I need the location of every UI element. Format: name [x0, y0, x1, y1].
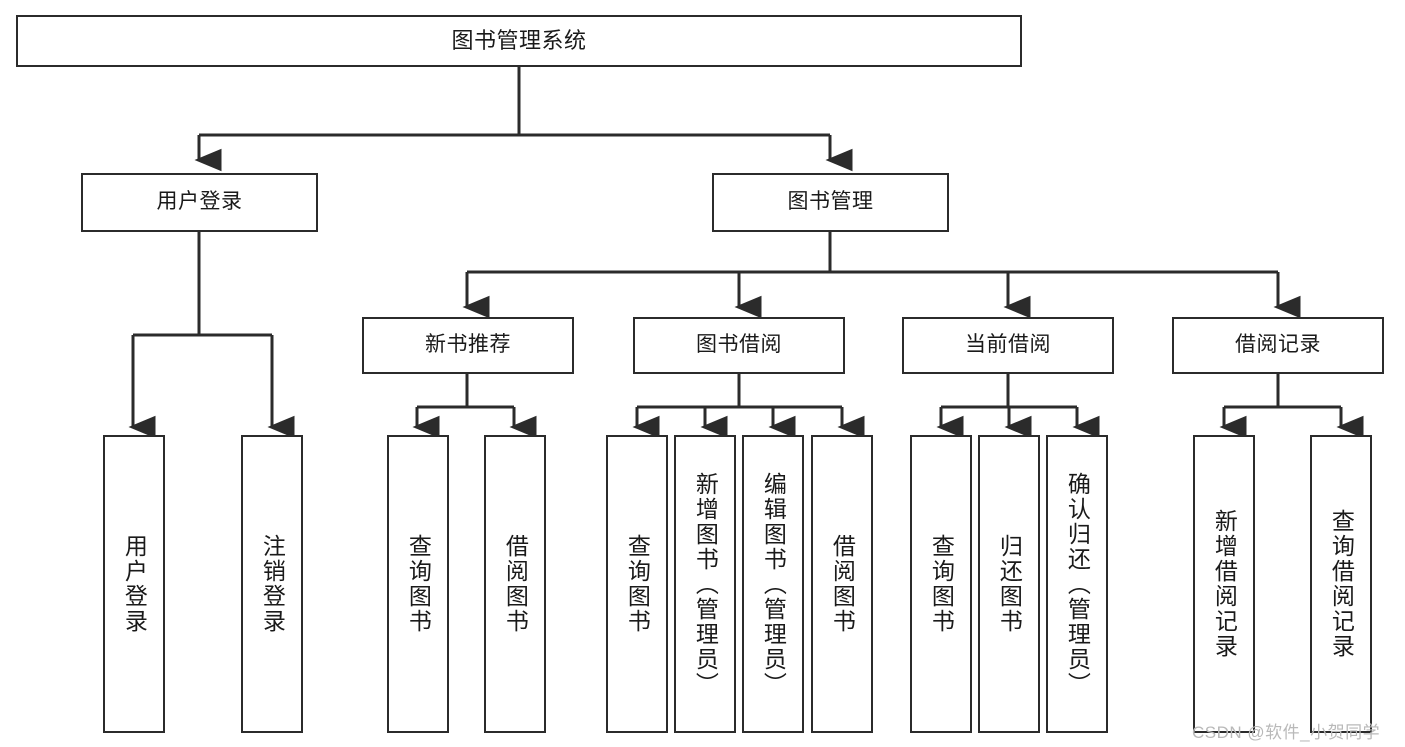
leaf-borrow-query-book[interactable]: 查询图书: [606, 435, 668, 733]
node-label: 借阅图书: [829, 534, 856, 634]
node-label: 查询图书: [405, 534, 432, 634]
leaf-record-add-record[interactable]: 新增借阅记录: [1193, 435, 1255, 733]
leaf-recommend-borrow-book[interactable]: 借阅图书: [484, 435, 546, 733]
leaf-current-query-book[interactable]: 查询图书: [910, 435, 972, 733]
node-new-book-recommend[interactable]: 新书推荐: [362, 317, 574, 374]
node-label: 用户登录: [156, 190, 243, 214]
leaf-current-return-book[interactable]: 归还图书: [978, 435, 1040, 733]
leaf-recommend-query-book[interactable]: 查询图书: [387, 435, 449, 733]
leaf-record-query-record[interactable]: 查询借阅记录: [1310, 435, 1372, 733]
node-label: 图书管理系统: [451, 28, 587, 54]
node-user-login[interactable]: 用户登录: [81, 173, 318, 232]
node-label: 归还图书: [996, 534, 1023, 634]
leaf-borrow-add-book[interactable]: 新增图书（管理员）: [674, 435, 736, 733]
leaf-borrow-edit-book[interactable]: 编辑图书（管理员）: [742, 435, 804, 733]
node-label: 当前借阅: [965, 333, 1051, 357]
leaf-user-login-signout[interactable]: 注销登录: [241, 435, 303, 733]
node-label: 新增图书（管理员）: [692, 471, 719, 697]
node-book-borrow[interactable]: 图书借阅: [633, 317, 845, 374]
node-current-borrow[interactable]: 当前借阅: [902, 317, 1114, 374]
node-label: 编辑图书（管理员）: [760, 471, 787, 697]
node-label: 注销登录: [259, 534, 286, 634]
leaf-user-login-signin[interactable]: 用户登录: [103, 435, 165, 733]
csdn-watermark: CSDN @软件_小贺同学: [1192, 723, 1381, 742]
node-label: 新书推荐: [425, 333, 511, 357]
node-label: 借阅图书: [502, 534, 529, 634]
node-label: 查询借阅记录: [1328, 509, 1355, 659]
node-borrow-record[interactable]: 借阅记录: [1172, 317, 1384, 374]
node-label: 用户登录: [121, 534, 148, 634]
node-label: 新增借阅记录: [1211, 509, 1238, 659]
node-label: 图书借阅: [696, 333, 782, 357]
leaf-borrow-borrow-book[interactable]: 借阅图书: [811, 435, 873, 733]
node-label: 查询图书: [624, 534, 651, 634]
node-label: 确认归还（管理员）: [1064, 471, 1091, 697]
node-book-management[interactable]: 图书管理: [712, 173, 949, 232]
node-label: 图书管理: [787, 190, 874, 214]
node-root-system[interactable]: 图书管理系统: [16, 15, 1022, 67]
node-label: 借阅记录: [1235, 333, 1321, 357]
node-label: 查询图书: [928, 534, 955, 634]
leaf-current-confirm-return[interactable]: 确认归还（管理员）: [1046, 435, 1108, 733]
